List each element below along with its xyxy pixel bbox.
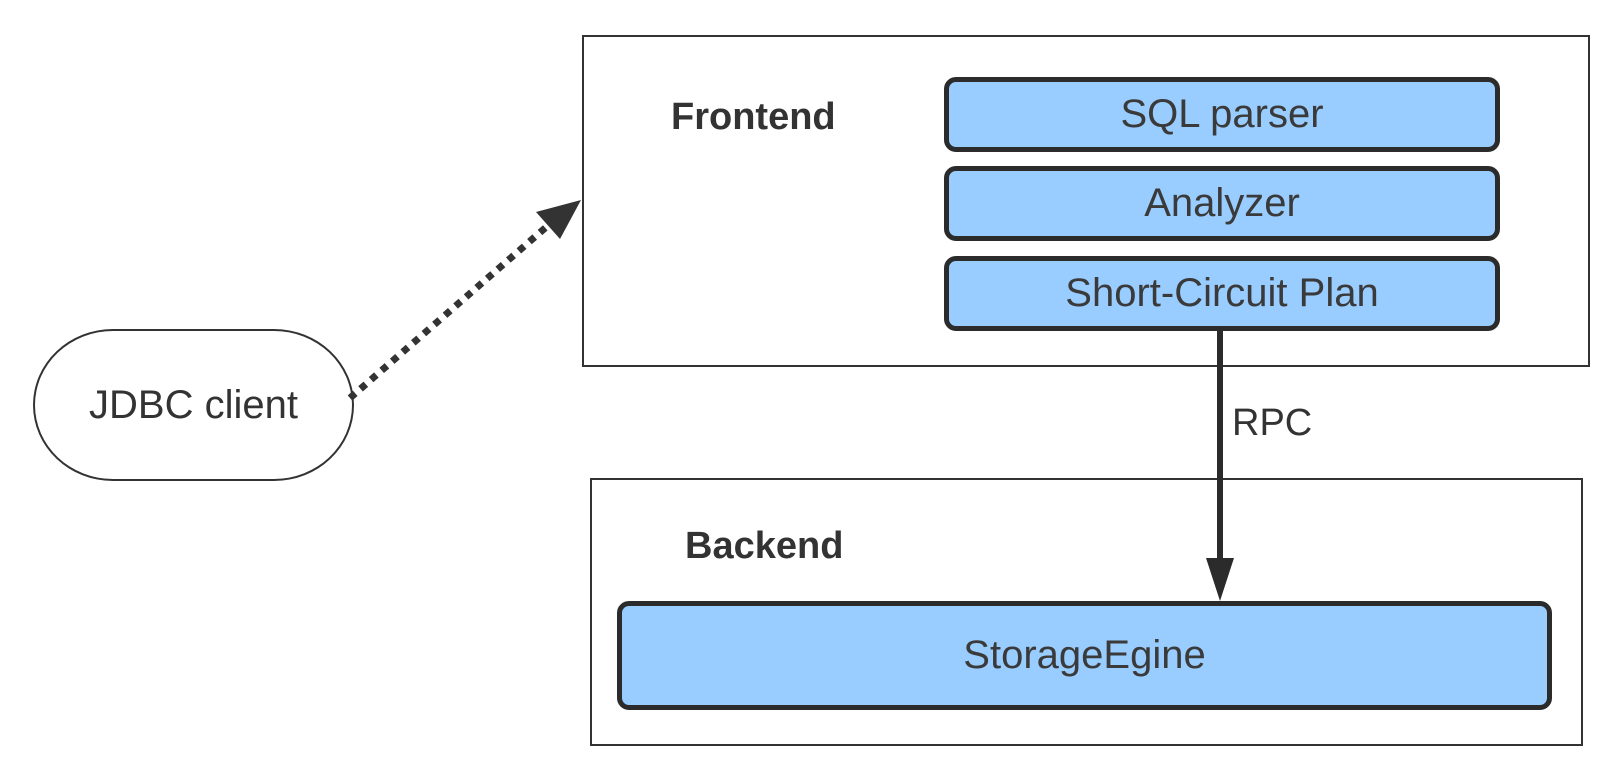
jdbc-client-node: JDBC client (33, 329, 354, 481)
short-circuit-plan-label: Short-Circuit Plan (1065, 271, 1379, 315)
short-circuit-plan-block: Short-Circuit Plan (944, 256, 1500, 331)
analyzer-label: Analyzer (1144, 181, 1300, 225)
frontend-title: Frontend (671, 96, 836, 138)
rpc-edge-label: RPC (1232, 402, 1313, 444)
analyzer-block: Analyzer (944, 166, 1500, 241)
storage-engine-block: StorageEgine (617, 601, 1552, 710)
sql-parser-block: SQL parser (944, 77, 1500, 152)
storage-engine-label: StorageEgine (963, 633, 1206, 677)
sql-parser-label: SQL parser (1120, 92, 1324, 136)
client-to-frontend-dotted-line (347, 219, 555, 401)
client-to-frontend-arrowhead-icon (536, 200, 581, 239)
jdbc-client-label: JDBC client (89, 382, 298, 427)
backend-title: Backend (685, 525, 844, 567)
